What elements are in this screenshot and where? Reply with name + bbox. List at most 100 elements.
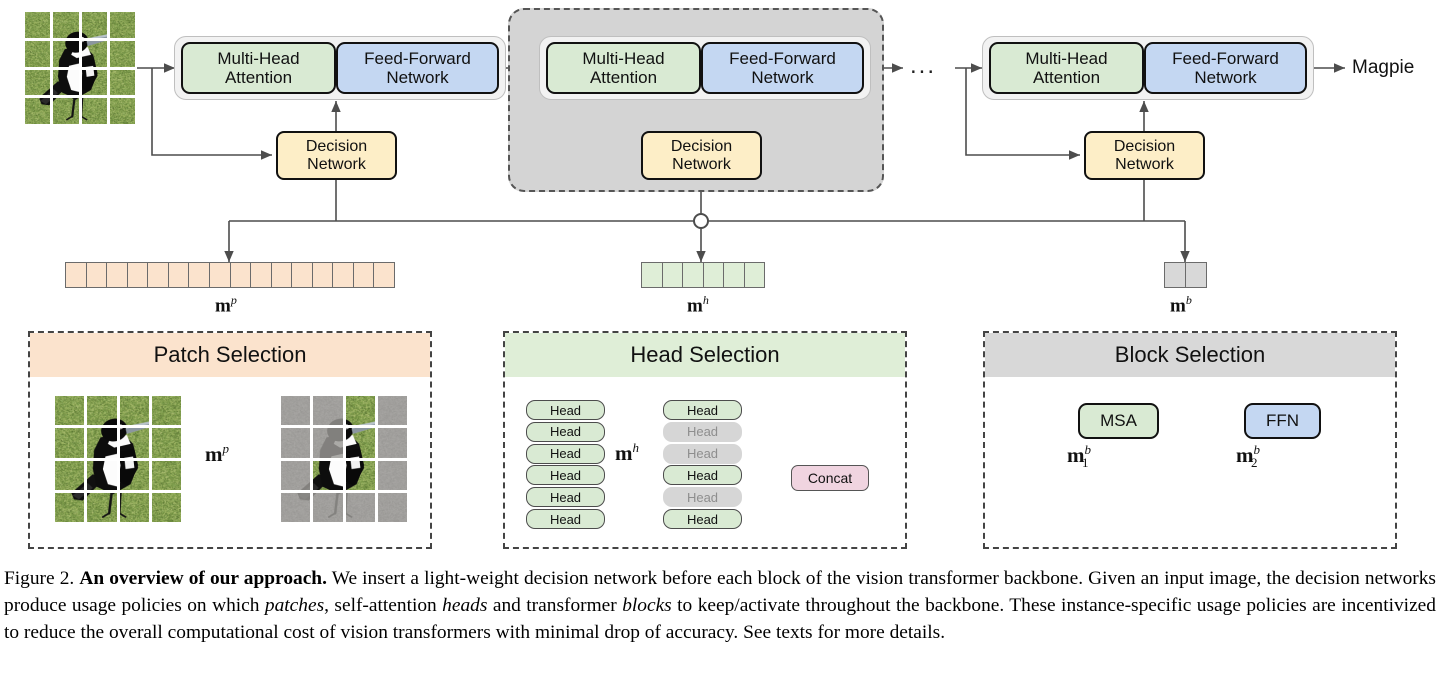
block-selection-msa-box[interactable]: MSA: [1078, 403, 1159, 439]
image-patch: [152, 493, 181, 522]
image-patch: [152, 461, 181, 490]
ffn-label-line2: Network: [386, 68, 448, 87]
msa-label-line2: Attention: [1033, 68, 1100, 87]
image-patch: [82, 98, 107, 124]
patch-selection-arrow-label: mp: [205, 441, 229, 467]
image-patch: [346, 493, 375, 522]
image-patch: [110, 12, 135, 38]
head-box-active[interactable]: Head: [663, 465, 742, 485]
multi-head-attention-1[interactable]: Multi-Head Attention: [181, 42, 336, 94]
decision-label-line1: Decision: [1114, 138, 1175, 155]
head-box-active[interactable]: Head: [663, 400, 742, 420]
caption-em-patches: patches: [265, 595, 324, 616]
image-patch: [346, 428, 375, 457]
image-patch: [82, 70, 107, 96]
decision-label-line2: Network: [307, 156, 366, 173]
image-patch: [53, 41, 78, 67]
mask-cell: [333, 263, 354, 287]
image-patch: [120, 396, 149, 425]
decision-label-line2: Network: [1115, 156, 1174, 173]
head-box-active[interactable]: Head: [526, 444, 605, 464]
bus-junction-node: [694, 214, 708, 228]
head-box-inactive[interactable]: Head: [663, 422, 742, 442]
feed-forward-network-3[interactable]: Feed-Forward Network: [1144, 42, 1307, 94]
image-patch: [378, 396, 407, 425]
image-patch: [152, 428, 181, 457]
mask-cell: [313, 263, 334, 287]
input-image-patch-grid: [25, 12, 135, 124]
image-patch: [110, 70, 135, 96]
block-selection-title: Block Selection: [985, 333, 1395, 377]
head-box-active[interactable]: Head: [526, 400, 605, 420]
concat-box[interactable]: Concat: [791, 465, 869, 491]
blocks-ellipsis: ...: [910, 52, 936, 80]
caption-em-blocks: blocks: [622, 595, 672, 616]
head-box-active[interactable]: Head: [526, 487, 605, 507]
ffn-label-line2: Network: [1194, 68, 1256, 87]
image-patch: [120, 428, 149, 457]
image-patch: [53, 70, 78, 96]
mask-cell: [704, 263, 725, 287]
head-box-active[interactable]: Head: [663, 509, 742, 529]
multi-head-attention-2[interactable]: Multi-Head Attention: [546, 42, 701, 94]
image-patch: [53, 98, 78, 124]
image-patch: [378, 493, 407, 522]
feed-forward-network-1[interactable]: Feed-Forward Network: [336, 42, 499, 94]
head-box-active[interactable]: Head: [526, 509, 605, 529]
decision-network-1[interactable]: Decision Network: [276, 131, 397, 180]
multi-head-attention-3[interactable]: Multi-Head Attention: [989, 42, 1144, 94]
image-patch: [87, 461, 116, 490]
msa-label-line2: Attention: [225, 68, 292, 87]
image-patch: [87, 396, 116, 425]
image-patch: [313, 461, 342, 490]
image-patch: [25, 98, 50, 124]
feed-forward-network-2[interactable]: Feed-Forward Network: [701, 42, 864, 94]
image-patch: [313, 396, 342, 425]
decision-network-2[interactable]: Decision Network: [641, 131, 762, 180]
mask-cell: [210, 263, 231, 287]
panel-block-selection: Block Selection: [983, 331, 1397, 549]
msa-label-line2: Attention: [590, 68, 657, 87]
image-patch: [55, 428, 84, 457]
decision-label-line2: Network: [672, 156, 731, 173]
image-patch: [110, 41, 135, 67]
image-patch: [120, 493, 149, 522]
head-box-active[interactable]: Head: [526, 422, 605, 442]
decision-network-3[interactable]: Decision Network: [1084, 131, 1205, 180]
caption-bold-title: An overview of our approach.: [79, 568, 327, 589]
mask-cell: [169, 263, 190, 287]
image-patch: [82, 12, 107, 38]
caption-em-heads: heads: [442, 595, 487, 616]
image-patch: [281, 461, 310, 490]
image-patch: [281, 428, 310, 457]
image-patch: [25, 70, 50, 96]
head-selection-arrow-label: mh: [615, 440, 639, 466]
block-mask-vector: [1164, 262, 1207, 288]
head-box-inactive[interactable]: Head: [663, 487, 742, 507]
head-box-active[interactable]: Head: [526, 465, 605, 485]
image-patch: [87, 493, 116, 522]
mask-cell: [292, 263, 313, 287]
decision-label-line1: Decision: [671, 138, 732, 155]
head-box-inactive[interactable]: Head: [663, 444, 742, 464]
block-selection-ffn-box[interactable]: FFN: [1244, 403, 1321, 439]
patch-mask-label: mp: [215, 293, 237, 317]
block-mask-label: mb: [1170, 293, 1192, 317]
ffn-label-line2: Network: [751, 68, 813, 87]
image-patch: [55, 396, 84, 425]
image-patch: [346, 461, 375, 490]
mask-cell: [683, 263, 704, 287]
image-patch: [120, 461, 149, 490]
image-patch: [82, 41, 107, 67]
mask-cell: [87, 263, 108, 287]
msa-label-line1: Multi-Head: [217, 49, 299, 68]
ffn-label-line1: Feed-Forward: [729, 49, 836, 68]
block-switch-1-label: mb1: [1067, 442, 1089, 471]
mask-cell: [148, 263, 169, 287]
image-patch: [313, 493, 342, 522]
image-patch: [281, 493, 310, 522]
mask-cell: [374, 263, 394, 287]
mask-cell: [724, 263, 745, 287]
patch-mask-vector: [65, 262, 395, 288]
image-patch: [281, 396, 310, 425]
